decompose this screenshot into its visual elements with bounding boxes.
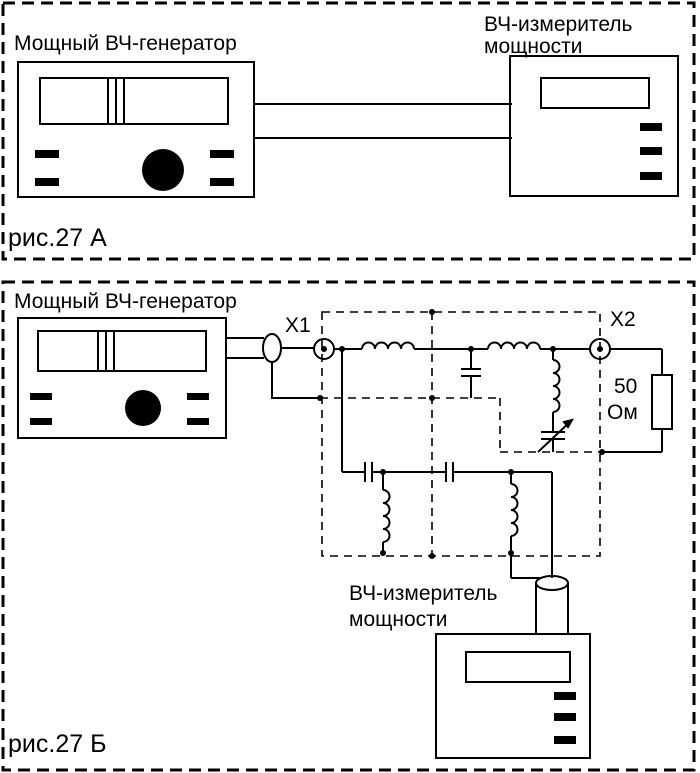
panel-b-caption: рис.27 Б bbox=[8, 730, 106, 758]
series-inductor-1 bbox=[361, 341, 415, 350]
connector-x1-label: X1 bbox=[285, 314, 311, 337]
panel-a-frame bbox=[1, 1, 696, 261]
panel-b-frame bbox=[1, 280, 696, 772]
panel-b-generator bbox=[17, 317, 227, 439]
series-inductor-2 bbox=[487, 341, 541, 350]
panel-a-cable bbox=[254, 103, 512, 139]
panel-a-generator bbox=[17, 61, 255, 198]
panel-b-meter-label-line2: мощности bbox=[349, 608, 448, 631]
panel-a-meter bbox=[509, 55, 679, 197]
load-unit: Ом bbox=[607, 401, 638, 424]
load-value: 50 bbox=[614, 375, 637, 398]
tuned-branch bbox=[537, 349, 575, 453]
coupler-inductor-1 bbox=[382, 489, 391, 543]
coupler-branch bbox=[341, 349, 553, 579]
enclosure-node-left bbox=[317, 395, 323, 401]
shunt-inductor bbox=[552, 359, 561, 413]
panel-a-generator-knob bbox=[142, 149, 184, 191]
panel-b-generator-label: Мощный ВЧ-генератор bbox=[14, 290, 237, 313]
connector-x2-label: X2 bbox=[610, 308, 636, 331]
panel-a-caption: рис.27 А bbox=[8, 224, 107, 252]
panel-b-meter-cable bbox=[535, 575, 569, 634]
load-resistor bbox=[602, 348, 673, 453]
panel-b-generator-knob bbox=[125, 390, 161, 426]
panel-b-meter bbox=[435, 633, 591, 759]
panel-a-generator-label: Мощный ВЧ-генератор bbox=[14, 32, 237, 55]
panel-a-meter-label-line1: ВЧ-измеритель bbox=[484, 13, 633, 36]
connector-x1 bbox=[313, 338, 335, 360]
panel-a-meter-label-line2: мощности bbox=[484, 35, 583, 58]
enclosure-node-top bbox=[429, 309, 435, 315]
enclosure-node-bottom bbox=[429, 553, 435, 559]
panel-b-input-cable bbox=[226, 333, 320, 399]
coupler-inductor-2 bbox=[510, 483, 519, 537]
panel-b-meter-label-line1: ВЧ-измеритель bbox=[349, 582, 498, 605]
network-enclosure bbox=[320, 311, 602, 557]
series-path bbox=[334, 341, 590, 350]
enclosure-node-center bbox=[429, 395, 435, 401]
shunt-capacitor bbox=[461, 349, 481, 398]
